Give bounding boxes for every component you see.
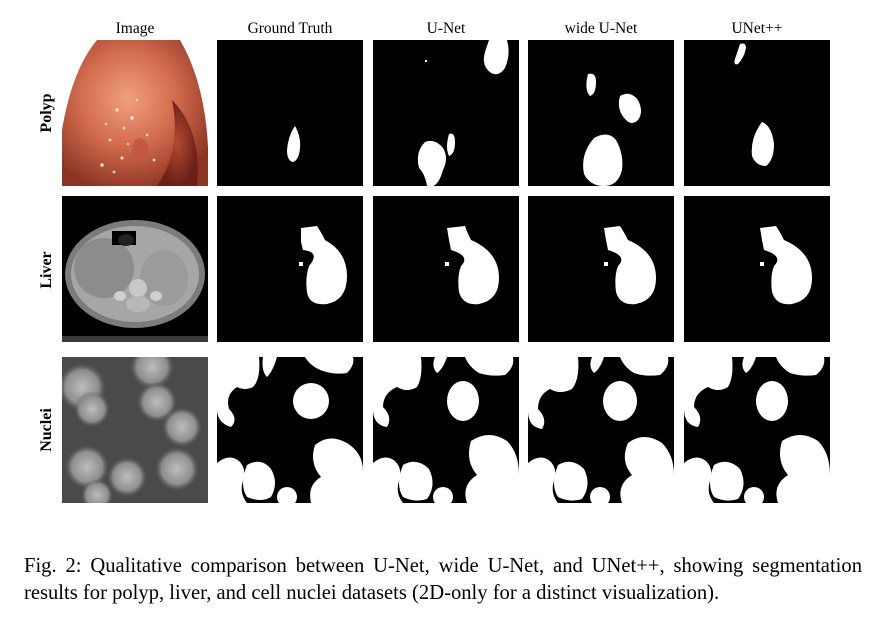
liver-unet-mask — [373, 196, 519, 342]
nuclei-wide-unet-mask — [528, 357, 674, 503]
column-header-unet: U-Net — [426, 20, 466, 37]
polyp-unet-mask — [373, 40, 519, 186]
liver-input-image — [62, 196, 208, 342]
column-header-image: Image — [115, 20, 155, 37]
row-label-liver: Liver — [38, 251, 55, 289]
polyp-unetpp-mask — [684, 40, 830, 186]
liver-unetpp-mask — [684, 196, 830, 342]
figure-caption: Fig. 2: Qualitative comparison between U… — [24, 555, 862, 604]
nuclei-ground-truth-mask — [217, 357, 363, 503]
row-label-nuclei: Nuclei — [38, 408, 55, 452]
column-header-unetpp: UNet++ — [731, 20, 783, 37]
column-header-wide-unet: wide U-Net — [564, 20, 638, 37]
row-label-polyp: Polyp — [38, 93, 55, 133]
liver-wide-unet-mask — [528, 196, 674, 342]
nuclei-unetpp-mask — [684, 357, 830, 503]
column-header-ground-truth: Ground Truth — [247, 20, 333, 37]
polyp-input-image — [62, 40, 208, 186]
polyp-wide-unet-mask — [528, 40, 674, 186]
polyp-ground-truth-mask — [217, 40, 363, 186]
nuclei-input-image — [62, 357, 208, 503]
liver-ground-truth-mask — [217, 196, 363, 342]
nuclei-unet-mask — [373, 357, 519, 503]
